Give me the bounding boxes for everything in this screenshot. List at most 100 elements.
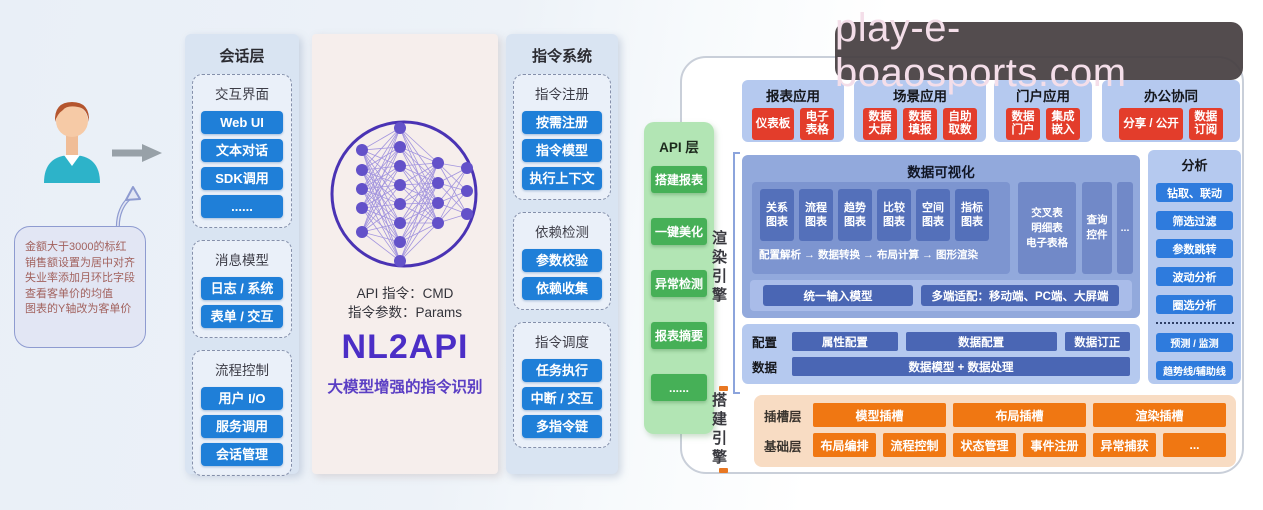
api-layer-item: ......: [651, 374, 707, 401]
pill-item: 依赖收集: [522, 277, 602, 300]
person-avatar: [36, 95, 108, 188]
panel-title: 会话层: [219, 48, 265, 65]
app-red-item: 数据 大屏: [863, 108, 897, 140]
cross-table-box: 交叉表 明细表 电子表格: [1018, 182, 1076, 274]
base-label: 基础层: [764, 439, 802, 454]
pipeline-arrow-icon: [922, 249, 933, 261]
pill-item: 多指令链: [522, 415, 602, 438]
query-widget-box: 查询 控件: [1082, 182, 1112, 274]
pill-item: 任务执行: [522, 359, 602, 382]
pipeline-row: 配置解析 数据转换 布局计算 图形渲染: [752, 241, 1010, 262]
data-model-box: 数据模型 + 数据处理: [792, 357, 1130, 376]
session-group-message: 消息模型 日志 / 系统 表单 / 交互: [192, 240, 292, 338]
pipeline-step: 布局计算: [877, 249, 919, 261]
data-row: 数据 数据模型 + 数据处理: [752, 357, 1130, 376]
analysis-divider: [1155, 322, 1234, 324]
api-layer-item: 异常检测: [651, 270, 707, 297]
slot-box: 模型插槽: [813, 403, 946, 427]
api-cmd-line: API 指令：CMD: [356, 286, 454, 301]
pill-item: 执行上下文: [522, 167, 602, 190]
pill-item: 会话管理: [201, 443, 283, 466]
chart-type-box: 空间 图表: [916, 189, 950, 241]
command-system-panel: 指令系统 指令注册 按需注册 指令模型 执行上下文 依赖检测 参数校验 依赖收集…: [506, 34, 618, 474]
viz-title: 数据可视化: [907, 165, 975, 180]
chart-type-box: 流程 图表: [799, 189, 833, 241]
pipeline-arrow-icon: [804, 249, 815, 261]
app-red-item: 数据 订阅: [1188, 108, 1223, 140]
app-block-portal: 门户应用 数据 门户 集成 嵌入: [994, 80, 1092, 142]
slot-label: 插槽层: [764, 409, 802, 424]
base-box: 事件注册: [1023, 433, 1086, 457]
app-block-scene: 场景应用 数据 大屏 数据 填报 自助 取数: [854, 80, 986, 142]
data-label: 数据: [752, 361, 778, 375]
speech-bubble: 金额大于3000的标红 销售额设置为居中对齐 失业率添加月环比字段 查看客单价的…: [14, 226, 146, 348]
analysis-panel: 分析 钻取、联动 筛选过滤 参数跳转 波动分析 圈选分析 预测 / 监测 趋势线…: [1148, 150, 1241, 384]
render-engine-bracket: [733, 152, 740, 394]
session-group-ui: 交互界面 Web UI 文本对话 SDK调用 ......: [192, 74, 292, 228]
app-red-item: 集成 嵌入: [1046, 108, 1080, 140]
api-layer-item: 报表摘要: [651, 322, 707, 349]
app-items: 数据 大屏 数据 填报 自助 取数: [854, 108, 986, 140]
base-box: 状态管理: [953, 433, 1016, 457]
pill-item: 按需注册: [522, 111, 602, 134]
config-box: 属性配置: [792, 332, 898, 351]
app-red-item: 数据 填报: [903, 108, 937, 140]
analysis-item: 参数跳转: [1156, 239, 1233, 258]
nl2api-subtitle: 大模型增强的指令识别: [327, 379, 483, 396]
command-group-dependency: 依赖检测 参数校验 依赖收集: [513, 212, 611, 310]
analysis-item: 圈选分析: [1156, 295, 1233, 314]
pill-item: Web UI: [201, 111, 283, 134]
app-block-title: 办公协同: [1144, 89, 1198, 104]
panel-title: 指令系统: [531, 48, 592, 65]
base-box: 布局编排: [813, 433, 876, 457]
chart-row: 关系 图表 流程 图表 趋势 图表 比较 图表 空间 图表 指标 图表: [752, 182, 1010, 241]
base-box: 异常捕获: [1093, 433, 1156, 457]
pill-item: 表单 / 交互: [201, 305, 283, 328]
app-items: 分享 / 公开 数据 订阅: [1102, 108, 1240, 140]
session-group-flow: 流程控制 用户 I/O 服务调用 会话管理: [192, 350, 292, 476]
app-items: 仪表板 电子 表格: [742, 108, 844, 140]
group-label: 交互界面: [215, 87, 269, 102]
pill-item: 文本对话: [201, 139, 283, 162]
analysis-title: 分析: [1181, 158, 1208, 173]
app-block-title: 门户应用: [1016, 89, 1070, 104]
analysis-item: 趋势线/辅助线: [1156, 361, 1233, 380]
api-param-line: 指令参数：Params: [347, 305, 462, 320]
bubble-text-line: 图表的Y轴改为客单价: [25, 303, 132, 315]
base-row: 基础层 布局编排 流程控制 状态管理 事件注册 异常捕获 ...: [764, 433, 1226, 457]
chart-type-box: 趋势 图表: [838, 189, 872, 241]
config-box: 数据订正: [1064, 332, 1130, 351]
build-engine-tick: [719, 386, 728, 391]
analysis-item: 钻取、联动: [1156, 183, 1233, 202]
command-group-register: 指令注册 按需注册 指令模型 执行上下文: [513, 74, 611, 200]
unified-model-box: 统一输入模型: [763, 285, 913, 306]
group-label: 依赖检测: [535, 225, 589, 240]
watermark: play-e-boaosports.com: [835, 6, 1243, 95]
group-label: 消息模型: [215, 253, 269, 268]
api-layer-items: 搭建报表 一键美化 异常检测 报表摘要 ......: [651, 166, 707, 401]
api-cmd-lines: API 指令：CMD 指令参数：Params: [312, 284, 498, 322]
config-row: 配置 属性配置 数据配置 数据订正: [752, 332, 1130, 351]
analysis-item: 预测 / 监测: [1156, 333, 1233, 352]
app-red-item: 仪表板: [751, 108, 795, 140]
pipeline-arrow-icon: [863, 249, 874, 261]
pipeline-step: 图形渲染: [936, 249, 978, 261]
chart-type-box: 指标 图表: [955, 189, 989, 241]
pill-item: 服务调用: [201, 415, 283, 438]
app-block-office: 办公协同 分享 / 公开 数据 订阅: [1102, 80, 1240, 142]
pill-item: 参数校验: [522, 249, 602, 272]
config-section: 配置 属性配置 数据配置 数据订正 数据 数据模型 + 数据处理: [742, 324, 1140, 384]
more-box: ...: [1117, 182, 1133, 274]
api-layer-item: 搭建报表: [651, 166, 707, 193]
nl2api-title: NL2API: [341, 328, 469, 366]
pipeline-step: 配置解析: [759, 249, 801, 261]
chart-type-box: 关系 图表: [760, 189, 794, 241]
pill-item: 指令模型: [522, 139, 602, 162]
bubble-text-line: 失业率添加月环比字段: [25, 272, 135, 284]
pipeline-step: 数据转换: [818, 249, 860, 261]
api-layer-panel: API 层 搭建报表 一键美化 异常检测 报表摘要 ......: [644, 122, 714, 434]
app-red-item: 电子 表格: [800, 108, 835, 140]
app-red-item: 数据 门户: [1006, 108, 1040, 140]
base-box: 流程控制: [883, 433, 946, 457]
